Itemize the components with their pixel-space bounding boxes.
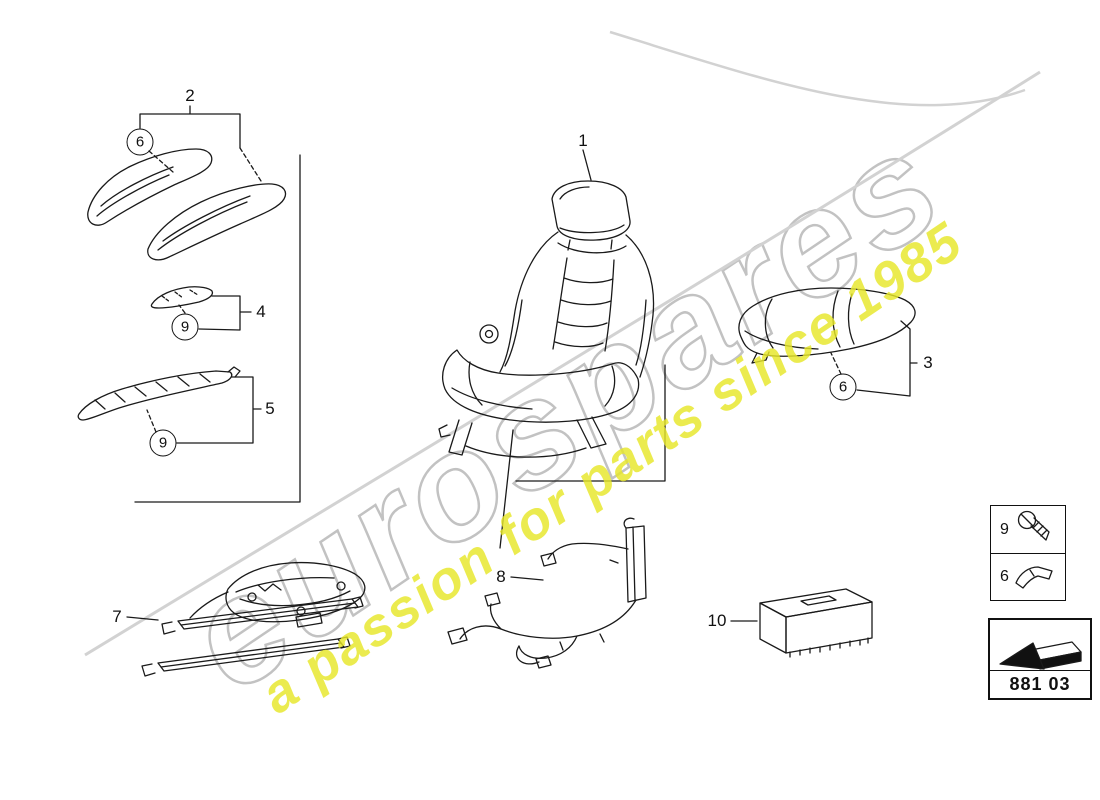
direction-arrow-icon (999, 641, 1082, 670)
callout-6-label-b: 6 (838, 378, 848, 396)
part-code-box: 881 03 (988, 618, 1092, 700)
frame-lines (134, 154, 666, 549)
callout-10[interactable]: 10 (707, 611, 727, 630)
legend-clip-label: 6 (1000, 568, 1009, 585)
callout-3[interactable]: 3 (923, 353, 933, 372)
seat-frame-drawing (141, 561, 366, 677)
callout-lines (126, 105, 918, 622)
callout-8[interactable]: 8 (496, 567, 506, 586)
callout-9-label-b: 9 (158, 434, 168, 452)
callout-9-circle-b[interactable]: 9 (149, 429, 177, 457)
clip-icon (1015, 566, 1053, 589)
seat-cushion-drawing (738, 287, 916, 364)
bracket-drawing (150, 286, 214, 309)
callout-7[interactable]: 7 (112, 607, 122, 626)
callout-1[interactable]: 1 (578, 131, 588, 150)
screw-icon (1017, 510, 1050, 541)
callout-9-label-a: 9 (180, 318, 190, 336)
control-unit-drawing (759, 588, 873, 658)
wiring-harness-drawing (447, 517, 647, 669)
callout-6-circle-a[interactable]: 6 (126, 128, 154, 156)
legend-clip-row[interactable]: 6 (991, 553, 1065, 600)
callout-4[interactable]: 4 (256, 302, 266, 321)
trim-strip-drawing (77, 366, 241, 421)
legend-screw-row[interactable]: 9 (991, 506, 1065, 553)
callout-5[interactable]: 5 (265, 399, 275, 418)
callout-6-label-a: 6 (135, 133, 145, 151)
callout-9-circle-a[interactable]: 9 (171, 313, 199, 341)
part-code: 881 03 (990, 670, 1090, 698)
callout-2[interactable]: 2 (185, 86, 195, 105)
watermark-swoosh (84, 30, 1041, 657)
arrow-icon-area (990, 620, 1090, 670)
callout-6-circle-b[interactable]: 6 (829, 373, 857, 401)
backrest-trim-drawing (87, 148, 287, 261)
legend-screw-label: 9 (1000, 520, 1009, 538)
seat-drawing (438, 180, 655, 458)
fastener-legend: 9 6 (990, 505, 1066, 601)
